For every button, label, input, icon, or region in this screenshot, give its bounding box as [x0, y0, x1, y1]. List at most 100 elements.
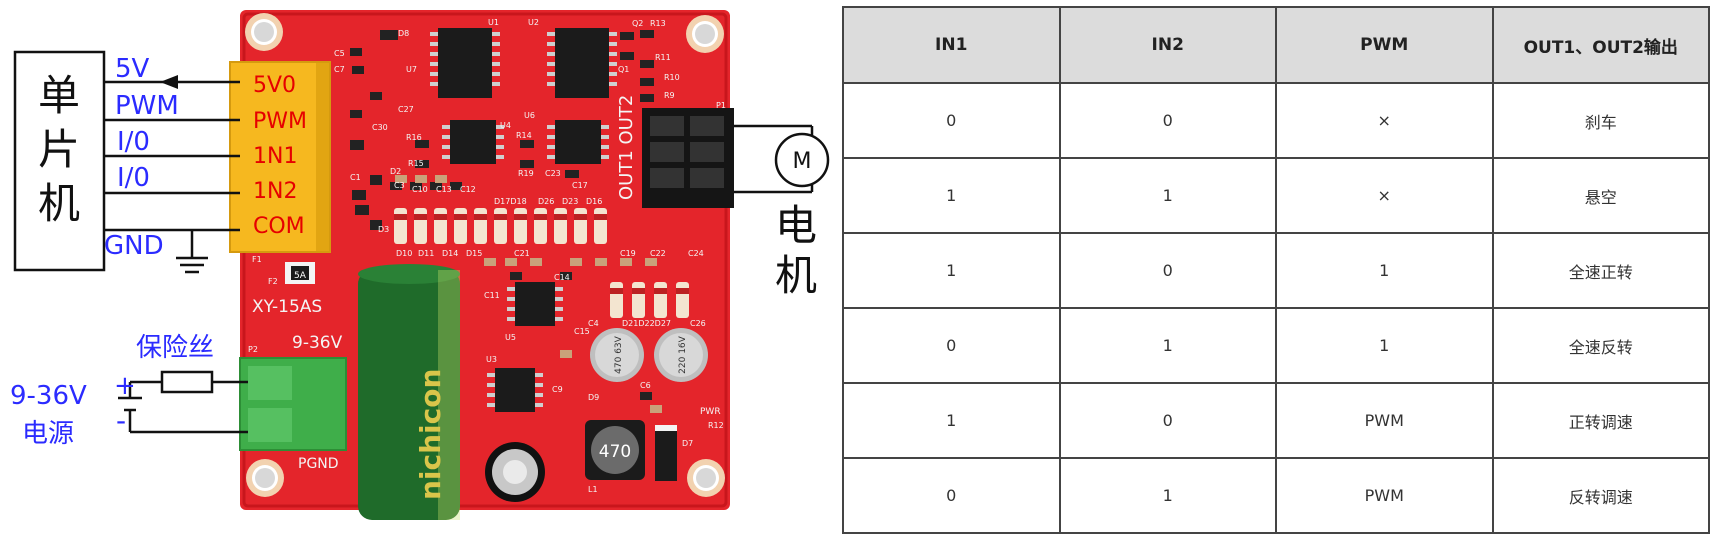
table-row: 0 1 1 全速反转: [842, 307, 1710, 384]
signal-label-gnd: GND: [104, 231, 164, 261]
column-header-output: OUT1、OUT2输出: [1491, 6, 1710, 84]
electrolytic-cap-470: 470 63V: [590, 328, 644, 382]
ref-d9: D9: [588, 393, 599, 402]
bulk-capacitor: nichicon: [358, 264, 460, 520]
ref-l1: L1: [588, 485, 598, 494]
cell-in1: 0: [842, 307, 1061, 384]
column-header-in2: IN2: [1058, 6, 1277, 84]
ref-p2: P2: [248, 345, 258, 354]
power-label: 电源: [22, 419, 74, 449]
ic-chip-u1: [430, 28, 500, 98]
silkscreen: XY-15AS 9-36V PGND PWR U1 U2 Q2 R13 Q1 R…: [248, 18, 726, 494]
cell-output: 全速反转: [1491, 307, 1710, 384]
ref-c27: C27: [398, 105, 414, 114]
ref-d26: D26: [538, 197, 554, 206]
ref-r19: R19: [518, 169, 534, 178]
output-header-pins: [650, 116, 724, 188]
ref-c19: C19: [620, 249, 636, 258]
smd-capacitors: [395, 175, 662, 413]
ref-q1: Q1: [618, 65, 629, 74]
cell-pwm: PWM: [1275, 457, 1494, 534]
diode-row-lower: [610, 282, 689, 318]
ic-chip-u2: [547, 28, 617, 98]
ref-d10: D10: [396, 249, 412, 258]
output-label: OUT1 OUT2: [616, 95, 637, 200]
terminal-pin-5v0: 5V0: [253, 73, 296, 98]
signal-label-io2: I/0: [117, 163, 150, 193]
ref-d11: D11: [418, 249, 434, 258]
cell-in1: 1: [842, 382, 1061, 459]
cell-pwm: ×: [1275, 82, 1494, 159]
ref-c3: C3: [394, 181, 405, 190]
ref-d16: D16: [586, 197, 602, 206]
table-row: 1 0 1 全速正转: [842, 232, 1710, 309]
signal-label-io1: I/0: [117, 127, 150, 157]
motor-symbol: M: [793, 149, 812, 174]
ref-u2: U2: [528, 18, 539, 27]
ic-chip-u6: [547, 120, 609, 164]
cap-220-text: 220 16V: [678, 335, 688, 373]
cell-in2: 1: [1058, 157, 1277, 234]
fuse-label: 保险丝: [136, 333, 214, 363]
board-fuse-label: 5A: [294, 271, 307, 281]
cell-in2: 1: [1058, 307, 1277, 384]
ref-c17: C17: [572, 181, 588, 190]
mounting-hole: [687, 459, 725, 497]
ic-chip-u3: [487, 368, 543, 412]
cell-pwm: 1: [1275, 307, 1494, 384]
polarity-minus: -: [116, 404, 126, 437]
motor-wires: [734, 124, 814, 194]
pcb-edge: [242, 12, 728, 508]
mcu-box: [13, 50, 106, 272]
cell-output: 反转调速: [1491, 457, 1710, 534]
motor-icon: [774, 132, 830, 188]
ref-r13: R13: [650, 19, 666, 28]
inductor-l1: 470: [585, 420, 645, 480]
ref-f2: F2: [268, 277, 278, 286]
motor-label-char-1: 电: [775, 201, 817, 250]
polarity-plus: +: [114, 371, 136, 401]
ref-r10: R10: [664, 73, 680, 82]
table-row: 0 1 PWM 反转调速: [842, 457, 1710, 534]
ref-c7: C7: [334, 65, 345, 74]
arrow-head-icon: [160, 75, 178, 89]
table-header-row: IN1 IN2 PWM OUT1、OUT2输出: [842, 6, 1710, 84]
ref-r12: R12: [708, 421, 724, 430]
cell-pwm: PWM: [1275, 382, 1494, 459]
board-fuse: 5A: [285, 262, 315, 284]
ref-d17: D17D18: [494, 197, 527, 206]
ic-chip-u4: [442, 120, 504, 164]
ref-d21: D21D22D27: [622, 319, 671, 328]
board-voltage: 9-36V: [292, 333, 343, 353]
wiring-diagram: OUT1 OUT2 5A nichicon 470 63V 220 16V: [10, 10, 830, 520]
ref-u6: U6: [524, 111, 535, 120]
truth-table: IN1 IN2 PWM OUT1、OUT2输出 0 0 × 刹车 1 1 × 悬…: [842, 6, 1710, 534]
ref-c10: C10: [412, 185, 428, 194]
diode-row: [394, 208, 607, 244]
ref-c1: C1: [350, 173, 361, 182]
ref-u7: U7: [406, 65, 417, 74]
cell-output: 悬空: [1491, 157, 1710, 234]
capacitor-brand: nichicon: [414, 369, 447, 500]
ref-d15: D15: [466, 249, 482, 258]
column-header-pwm: PWM: [1275, 6, 1494, 84]
ref-c23: C23: [545, 169, 561, 178]
ref-d7: D7: [682, 439, 693, 448]
terminal-pin-com: COM: [253, 214, 305, 239]
pwr-label: PWR: [700, 407, 721, 417]
terminal-pin-pwm: PWM: [253, 109, 307, 134]
smd-components: [350, 30, 654, 400]
ref-d23: D23: [562, 197, 578, 206]
table-row: 0 0 × 刹车: [842, 82, 1710, 159]
cell-pwm: 1: [1275, 232, 1494, 309]
inductor-value: 470: [599, 442, 631, 462]
ref-c24: C24: [688, 249, 704, 258]
ref-c21: C21: [514, 249, 530, 258]
ref-c6: C6: [640, 381, 651, 390]
pgnd-label: PGND: [298, 456, 339, 472]
ref-r14: R14: [516, 131, 532, 140]
signal-label-5v: 5V: [115, 54, 150, 84]
ref-q2: Q2: [632, 19, 643, 28]
cell-in1: 1: [842, 232, 1061, 309]
mounting-hole: [686, 15, 724, 53]
